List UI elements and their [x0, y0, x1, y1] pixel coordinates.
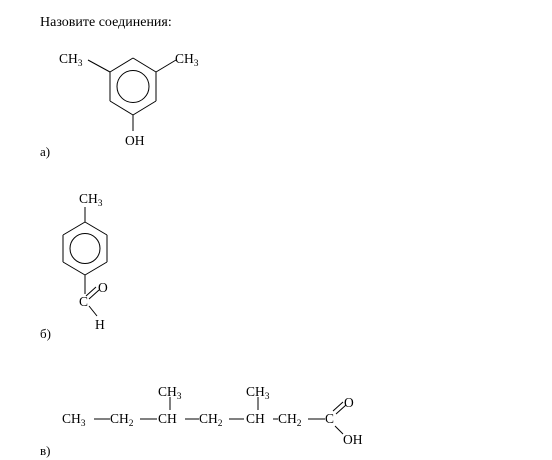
aromatic-circle-a	[116, 70, 150, 103]
chain-carbonyl-oxygen: O	[344, 395, 354, 410]
chain-ch3-terminal: CH3	[62, 411, 86, 429]
chain-ch2-2: CH2	[199, 411, 223, 429]
task-title: Назовите соединения:	[40, 15, 172, 30]
chain-ch2-3: CH2	[278, 411, 302, 429]
structure-a-methyl-right: CH3	[175, 51, 199, 69]
structure-a-methyl-left: CH3	[59, 51, 83, 69]
structure-b-methyl: CH3	[79, 191, 103, 209]
structure-b-oxygen: O	[98, 280, 108, 295]
chain-hydroxyl: OH	[343, 432, 363, 447]
structure-a-hydroxyl: OH	[125, 133, 145, 148]
structure-c-methyl-1: CH3	[158, 384, 182, 402]
chain-ch2-1: CH2	[110, 411, 134, 429]
chain-ch-1: CH	[158, 411, 177, 426]
structure-b-ring	[62, 207, 108, 317]
structure-c-bonds	[94, 397, 347, 435]
structure-a-ring	[87, 57, 177, 131]
chain-ch-2: CH	[246, 411, 265, 426]
structure-c-methyl-2: CH3	[246, 384, 270, 402]
structure-b-hydrogen: H	[95, 317, 105, 332]
item-c-label: в)	[40, 443, 51, 458]
chain-carboxyl-carbon: C	[325, 411, 335, 426]
item-a-label: а)	[40, 144, 51, 159]
structure-b-carbon: C	[79, 294, 89, 309]
aromatic-circle-b	[69, 233, 101, 264]
item-b-label: б)	[40, 326, 51, 341]
